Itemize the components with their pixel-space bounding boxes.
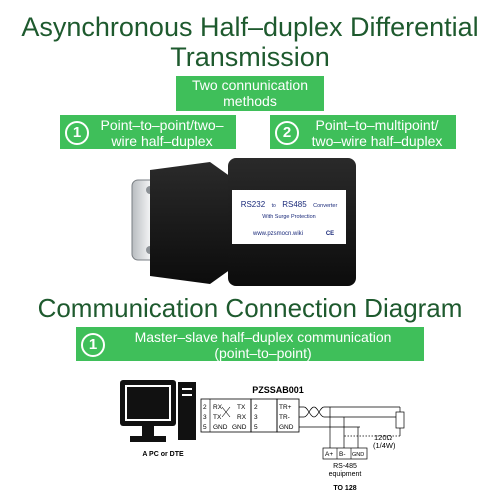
pc-sig-rx: RX — [213, 404, 223, 411]
pc-sig-gnd: GND — [213, 424, 228, 431]
equipment-terminal-box — [322, 447, 368, 460]
pc-icon — [120, 380, 196, 442]
pc-pin-2: 2 — [203, 404, 207, 411]
method-1-box: 1 Point–to–point/two– wire half–duplex — [60, 115, 236, 149]
device-label-line2: With Surge Protection — [262, 214, 316, 220]
method-1-number: 1 — [65, 121, 89, 145]
equip-pin-b: B- — [339, 451, 346, 458]
mode-1-text: Master–slave half–duplex communication (… — [108, 329, 418, 361]
method-2-text: Point–to–multipoint/ two–wire half–duple… — [300, 117, 454, 149]
device-label-line1: RS232 to RS485 Converter — [241, 194, 338, 211]
method-1-text: Point–to–point/two– wire half–duplex — [90, 117, 234, 149]
method-2-line2: two–wire half–duplex — [311, 133, 443, 149]
method-2-box: 2 Point–to–multipoint/ two–wire half–dup… — [270, 115, 456, 149]
to-label: TO 128 — [333, 485, 356, 492]
label-rs232: RS232 — [241, 200, 266, 209]
equip-pin-gnd: GND — [352, 452, 364, 458]
conv-pin-5: 5 — [254, 424, 258, 431]
converter-image: RS232 to RS485 Converter With Surge Prot… — [131, 158, 356, 286]
equip-pin-a: A+ — [325, 451, 333, 458]
twisted-pair-2 — [299, 406, 400, 418]
conv-pin-3: 3 — [254, 414, 258, 421]
label-to: to — [272, 203, 276, 209]
conv-pin-2: 2 — [254, 404, 258, 411]
methods-line2: methods — [223, 93, 277, 109]
rs485-tr-minus: TR- — [279, 414, 290, 421]
label-converter: Converter — [313, 203, 337, 209]
equipment-label-2: equipment — [329, 471, 362, 478]
device-label-marks: CE — [326, 231, 334, 237]
mode-1-number: 1 — [81, 333, 105, 357]
mode-1-box: 1 Master–slave half–duplex communication… — [76, 327, 424, 361]
method-1-line2: wire half–duplex — [111, 133, 213, 149]
main-title-line1: Asynchronous Half–duplex Differential — [21, 12, 479, 42]
device-model: PZSSAB001 — [252, 385, 304, 395]
conv-sig-gnd: GND — [232, 424, 247, 431]
mode-1-line1: Master–slave half–duplex communication — [134, 329, 392, 345]
mode-1-line2: (point–to–point) — [214, 345, 312, 361]
resistor-label-ohm: 120Ω — [374, 433, 393, 442]
conv-sig-tx: TX — [237, 404, 246, 411]
rs485-terminal-box — [276, 398, 300, 433]
method-2-number: 2 — [275, 121, 299, 145]
device-label-plate — [232, 190, 346, 244]
twisted-pair — [299, 406, 400, 418]
section-title: Communication Connection Diagram — [37, 293, 463, 323]
pc-pin-5: 5 — [203, 424, 207, 431]
label-rs485: RS485 — [282, 200, 307, 209]
pc-sig-tx: TX — [213, 414, 222, 421]
connector-hood — [150, 162, 238, 284]
pc-caption: A PC or DTE — [142, 451, 184, 458]
termination-resistor — [395, 411, 405, 429]
rs485-tr-plus: TR+ — [279, 404, 292, 411]
method-2-line1: Point–to–multipoint/ — [315, 117, 439, 133]
methods-box: Two connunication methods — [176, 76, 324, 111]
method-1-line1: Point–to–point/two– — [100, 117, 224, 133]
conv-sig-rx: RX — [237, 414, 247, 421]
methods-line1: Two connunication — [192, 77, 308, 93]
device-label-url: www.pzsmocn.wiki — [252, 231, 303, 237]
equipment-label-1: RS-485 — [333, 463, 357, 470]
wiring-diagram: A PC or DTE 2 3 5 RX TX GND TX RX GND 2 … — [120, 380, 405, 492]
wire-rx-tx-b — [221, 406, 231, 418]
main-title-line2: Transmission — [170, 42, 330, 72]
resistor-label-watt: (1/4W) — [373, 441, 396, 450]
pc-pin-3: 3 — [203, 414, 207, 421]
rs485-gnd: GND — [279, 424, 294, 431]
